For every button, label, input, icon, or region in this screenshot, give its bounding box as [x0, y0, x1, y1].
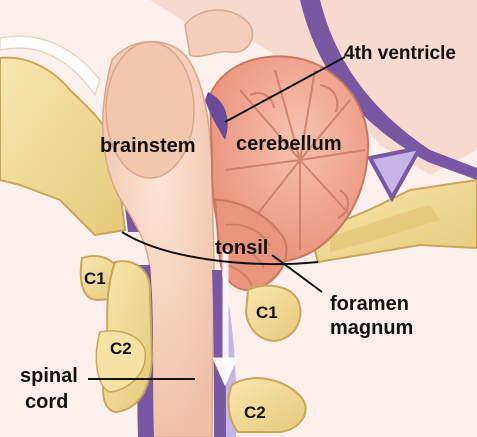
label-c2-left: C2: [110, 340, 132, 357]
label-c1-left: C1: [84, 270, 106, 287]
label-tonsil: tonsil: [215, 238, 268, 258]
pons: [106, 42, 194, 178]
label-magnum: magnum: [330, 318, 413, 338]
midbrain-top: [185, 10, 252, 56]
label-cord: cord: [25, 392, 68, 412]
label-cerebellum: cerebellum: [236, 134, 342, 154]
label-foramen: foramen: [330, 294, 409, 314]
label-4th-ventricle: 4th ventricle: [344, 44, 456, 63]
label-spinal: spinal: [20, 366, 78, 386]
label-c2-right: C2: [244, 404, 266, 421]
label-brainstem: brainstem: [100, 136, 196, 156]
label-c1-right: C1: [256, 304, 278, 321]
